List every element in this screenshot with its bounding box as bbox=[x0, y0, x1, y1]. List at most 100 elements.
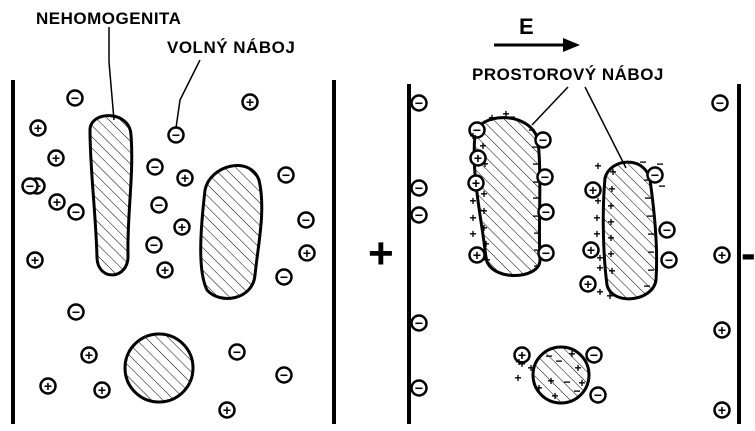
space-charge-positive-29: + bbox=[514, 371, 521, 385]
space-charge-positive-19: + bbox=[596, 261, 603, 275]
negative-charge-11: − bbox=[69, 304, 84, 320]
negative-charge-17: − bbox=[412, 315, 427, 331]
positive-charge-5-sign: + bbox=[181, 170, 189, 186]
positive-charge-11: + bbox=[41, 378, 56, 394]
pointer-free-charge bbox=[176, 60, 200, 128]
positive-charge-10-sign: + bbox=[85, 347, 93, 363]
positive-charge-23: + bbox=[715, 402, 730, 418]
positive-charge-7-sign: + bbox=[178, 219, 186, 235]
negative-charge-1: − bbox=[68, 90, 83, 106]
negative-charge-27-sign: − bbox=[665, 252, 673, 268]
positive-charge-14: + bbox=[300, 245, 315, 261]
space-charge-negative-13: − bbox=[643, 173, 650, 187]
negative-charge-23: − bbox=[539, 245, 554, 261]
positive-charge-7: + bbox=[175, 219, 190, 235]
positive-charge-8-sign: + bbox=[31, 252, 39, 268]
negative-charge-15-sign: − bbox=[415, 180, 423, 196]
positive-charge-21: + bbox=[715, 247, 730, 263]
negative-charge-24-sign: − bbox=[716, 95, 724, 111]
negative-charge-22-sign: − bbox=[542, 204, 550, 220]
negative-charge-6-sign: − bbox=[155, 197, 163, 213]
negative-charge-29: − bbox=[591, 387, 606, 403]
positive-charge-9-sign: + bbox=[161, 262, 169, 278]
pointer-space-charge-2 bbox=[585, 87, 626, 168]
space-charge-positive-15: + bbox=[594, 194, 601, 208]
positive-charge-3-sign: + bbox=[52, 150, 60, 166]
negative-charge-11-sign: − bbox=[72, 304, 80, 320]
inhomogeneity-left-1 bbox=[90, 116, 132, 275]
positive-charge-10: + bbox=[82, 347, 97, 363]
space-charge-negative-16: − bbox=[647, 227, 654, 241]
label-free-charge: VOLNÝ NÁBOJ bbox=[167, 38, 295, 58]
negative-charge-7: − bbox=[147, 237, 162, 253]
negative-charge-7-sign: − bbox=[150, 237, 158, 253]
positive-charge-13: + bbox=[220, 402, 235, 418]
space-charge-positive-24: + bbox=[607, 199, 614, 213]
negative-charge-8-sign: − bbox=[282, 167, 290, 183]
space-charge-positive-25: + bbox=[607, 215, 614, 229]
positive-charge-14-sign: + bbox=[303, 245, 311, 261]
negative-charge-16: − bbox=[412, 207, 427, 223]
space-charge-positive-8: + bbox=[480, 204, 487, 218]
space-charge-positive-16: + bbox=[593, 211, 600, 225]
positive-charge-2: + bbox=[31, 120, 46, 136]
negative-charge-14-sign: − bbox=[415, 95, 423, 111]
space-charge-negative-3: − bbox=[532, 157, 539, 171]
space-charge-positive-10: + bbox=[482, 237, 489, 251]
space-charge-positive-31: + bbox=[518, 357, 525, 371]
anode-sign: + bbox=[368, 232, 394, 276]
space-charge-negative-24: − bbox=[555, 354, 562, 368]
negative-charge-28-sign: − bbox=[590, 347, 598, 363]
space-charge-negative-26: − bbox=[573, 384, 580, 398]
space-charge-negative-19: − bbox=[643, 279, 650, 293]
negative-charge-16-sign: − bbox=[415, 207, 423, 223]
negative-charge-17-sign: − bbox=[415, 315, 423, 331]
space-charge-positive-4: + bbox=[469, 227, 476, 241]
space-charge-positive-6: + bbox=[481, 157, 488, 171]
positive-charge-22-sign: + bbox=[718, 322, 726, 338]
negative-charge-6: − bbox=[152, 197, 167, 213]
negative-charge-10-sign: − bbox=[280, 269, 288, 285]
space-charge-positive-22: + bbox=[609, 165, 616, 179]
space-charge-positive-12: + bbox=[488, 111, 495, 125]
positive-charge-20-sign: + bbox=[584, 276, 592, 292]
space-charge-negative-2: − bbox=[531, 140, 538, 154]
space-charge-negative-15: − bbox=[646, 209, 653, 223]
positive-charge-23-sign: + bbox=[718, 402, 726, 418]
negative-charge-22: − bbox=[539, 204, 554, 220]
space-charge-positive-35: + bbox=[551, 389, 558, 403]
space-charge-negative-21: − bbox=[656, 157, 663, 171]
space-charge-negative-23: − bbox=[545, 349, 552, 363]
space-charge-positive-23: + bbox=[608, 182, 615, 196]
negative-charge-21-sign: − bbox=[541, 169, 549, 185]
positive-charge-12: + bbox=[95, 382, 110, 398]
space-charge-positive-37: + bbox=[574, 361, 581, 375]
negative-charge-12-sign: − bbox=[233, 344, 241, 360]
negative-charge-14: − bbox=[412, 95, 427, 111]
space-charge-negative-8: − bbox=[533, 243, 540, 257]
space-charge-negative-17: − bbox=[647, 245, 654, 259]
inhomogeneity-left-2 bbox=[201, 166, 262, 299]
pointer-space-charge-1 bbox=[532, 87, 568, 125]
space-charge-negative-9: − bbox=[533, 259, 540, 273]
cathode-sign: - bbox=[741, 232, 755, 276]
space-charge-negative-25: − bbox=[563, 375, 570, 389]
negative-charge-28: − bbox=[587, 347, 602, 363]
negative-charge-24: − bbox=[713, 95, 728, 111]
space-charge-positive-21: + bbox=[606, 289, 613, 303]
space-charge-positive-5: + bbox=[479, 139, 486, 153]
negative-charge-20-sign: − bbox=[539, 132, 547, 148]
negative-charge-13-sign: − bbox=[280, 367, 288, 383]
negative-charge-26: − bbox=[660, 222, 675, 238]
negative-charge-2: − bbox=[169, 127, 184, 143]
space-charge-negative-7: − bbox=[533, 226, 540, 240]
negative-charge-1-sign: − bbox=[71, 90, 79, 106]
space-charge-negative-11: − bbox=[508, 110, 515, 124]
negative-charge-21: − bbox=[538, 169, 553, 185]
negative-charge-27: − bbox=[662, 252, 677, 268]
space-charge-positive-7: + bbox=[480, 187, 487, 201]
positive-charge-6: + bbox=[50, 194, 65, 210]
space-charge-positive-3: + bbox=[469, 211, 476, 225]
space-charge-positive-1: + bbox=[469, 129, 476, 143]
